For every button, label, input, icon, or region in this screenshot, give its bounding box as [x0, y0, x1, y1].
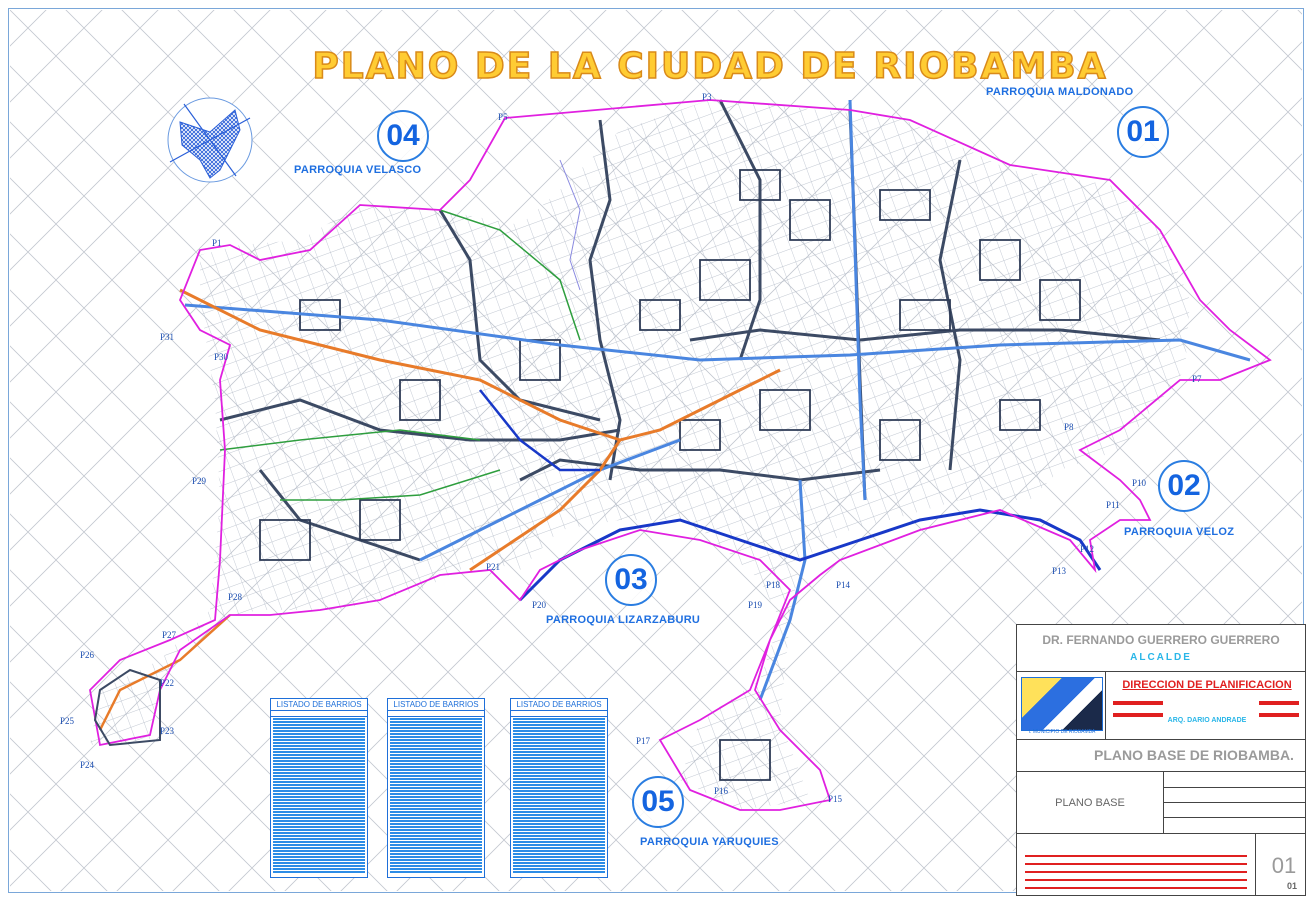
boundary-point-label: P3 [702, 92, 712, 102]
barrios-list-title: LISTADO DE BARRIOS [271, 699, 367, 711]
content-label: PLANO BASE [1055, 797, 1125, 809]
boundary-point-label: P11 [1106, 500, 1120, 510]
municipality-logo [1021, 677, 1103, 731]
boundary-point-label: P29 [192, 476, 207, 486]
title-block-content: PLANO BASE [1017, 771, 1305, 834]
official-name: DR. FERNANDO GUERRERO GUERRERO [1042, 633, 1280, 647]
red-bar [1113, 701, 1163, 705]
info-row [1163, 787, 1305, 803]
official-role: ALCALDE [1130, 652, 1192, 663]
barrios-list-header [511, 711, 607, 717]
boundary-point-label: P30 [214, 352, 229, 362]
boundary-point-label: P16 [714, 786, 729, 796]
city-limit [89, 99, 1272, 811]
boundary-point-label: P20 [532, 600, 547, 610]
boundary-point-label: P27 [162, 630, 177, 640]
red-line [1025, 871, 1247, 873]
red-line [1025, 863, 1247, 865]
title-block-official: DR. FERNANDO GUERRERO GUERRERO ALCALDE [1017, 625, 1305, 672]
parish-number-04: 04 [377, 110, 429, 162]
boundary-point-label: P13 [1052, 566, 1067, 576]
southwest-loop [93, 668, 161, 747]
parish-name-velasco: PARROQUIA VELASCO [294, 164, 422, 176]
boundary-point-label: P28 [228, 592, 243, 602]
main-roads [184, 99, 1251, 701]
boundary-point-label: P12 [1080, 544, 1095, 554]
sheet-total: 01 [1286, 881, 1297, 891]
boundary-point-label: P14 [836, 580, 851, 590]
boundary-point-label: P15 [828, 794, 843, 804]
barrios-list-header [271, 711, 367, 717]
director-name: ARQ. DARIO ANDRADE [1167, 717, 1247, 724]
department-name: DIRECCION DE PLANIFICACION [1122, 679, 1292, 691]
boundary-point-label: P22 [160, 678, 175, 688]
parish-name-yaruquies: PARROQUIA YARUQUIES [640, 836, 779, 848]
green-boundary [219, 209, 581, 501]
barrios-list-rows [273, 718, 365, 874]
block-outlines [259, 169, 1081, 781]
title-block-department: I. MUNICIPIO DE RIOBAMBA DIRECCION DE PL… [1017, 671, 1305, 740]
barrios-list-2: LISTADO DE BARRIOS [387, 698, 485, 878]
parish-borders [219, 99, 1161, 562]
boundary-point-label: P1 [212, 238, 222, 248]
boundary-point-label: P10 [1132, 478, 1147, 488]
red-line [1025, 879, 1247, 881]
parish-number-03: 03 [605, 554, 657, 606]
parish-number-01: 01 [1117, 106, 1169, 158]
red-bar [1259, 713, 1299, 717]
map-title: PLANO DE LA CIUDAD DE RIOBAMBA [312, 45, 1108, 88]
parish-name-lizarzaburu: PARROQUIA LIZARZABURU [546, 614, 701, 626]
north-arrow [167, 97, 253, 183]
barrios-list-1: LISTADO DE BARRIOS [270, 698, 368, 878]
creek [559, 159, 581, 291]
barrios-list-rows [513, 718, 605, 874]
sheet-border [8, 8, 1304, 893]
parish-number-02: 02 [1158, 460, 1210, 512]
boundary-point-label: P25 [60, 716, 75, 726]
boundary-point-label: P17 [636, 736, 651, 746]
barrios-list-header [388, 711, 484, 717]
boundary-point-label: P31 [160, 332, 175, 342]
red-bar [1113, 713, 1163, 717]
barrios-list-title: LISTADO DE BARRIOS [388, 699, 484, 711]
parish-name-maldonado: PARROQUIA MALDONADO [986, 86, 1134, 98]
parish-name-veloz: PARROQUIA VELOZ [1124, 526, 1235, 538]
info-row [1163, 802, 1305, 818]
boundary-point-label: P8 [1064, 422, 1074, 432]
railway-southwest [98, 614, 231, 731]
title-block: DR. FERNANDO GUERRERO GUERRERO ALCALDE I… [1016, 624, 1306, 896]
barrios-list-title: LISTADO DE BARRIOS [511, 699, 607, 711]
info-row [1163, 771, 1305, 788]
red-bar [1259, 701, 1299, 705]
barrios-list-rows [390, 718, 482, 874]
boundary-point-label: P21 [486, 562, 501, 572]
boundary-point-label: P5 [498, 112, 508, 122]
boundary-point-label: P7 [1192, 374, 1202, 384]
boundary-point-label: P24 [80, 760, 95, 770]
divider [1105, 671, 1106, 739]
observations-cell [1017, 833, 1256, 895]
red-line [1025, 855, 1247, 857]
red-line [1025, 887, 1247, 889]
boundary-point-label: P18 [766, 580, 781, 590]
plan-title: PLANO BASE DE RIOBAMBA. [1094, 747, 1294, 763]
river-branch [479, 389, 600, 472]
content-cell: PLANO BASE [1017, 771, 1164, 833]
sheet-number: 01 [1271, 853, 1297, 878]
barrios-list-3: LISTADO DE BARRIOS [510, 698, 608, 878]
boundary-point-label: P26 [80, 650, 95, 660]
title-block-plan: PLANO BASE DE RIOBAMBA. [1017, 739, 1305, 772]
river [518, 508, 1102, 602]
municipality-name: I. MUNICIPIO DE RIOBAMBA [1028, 729, 1096, 735]
parish-number-05: 05 [632, 776, 684, 828]
boundary-point-label: P19 [748, 600, 763, 610]
railway-line [179, 288, 781, 572]
boundary-point-label: P23 [160, 726, 175, 736]
